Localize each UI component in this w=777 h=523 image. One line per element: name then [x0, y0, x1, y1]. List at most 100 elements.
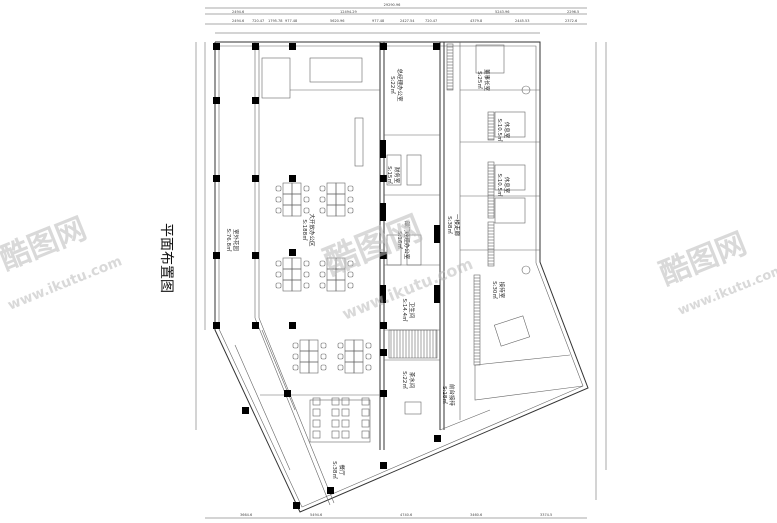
dim-label: 977.48 — [372, 19, 384, 23]
column — [284, 390, 291, 397]
desk — [291, 257, 302, 270]
dim-label: 2296.5 — [567, 10, 579, 14]
room-name: 一楼走廊 — [453, 214, 461, 237]
desk — [291, 279, 302, 292]
desk — [353, 350, 364, 363]
column — [380, 252, 387, 259]
chair — [361, 408, 370, 417]
chair — [347, 207, 354, 214]
column — [213, 43, 220, 50]
column — [213, 175, 220, 182]
room-name: 接待室 — [498, 282, 506, 299]
dim-label: 5620.96 — [330, 19, 344, 23]
office-desk — [386, 234, 402, 266]
room-area: S:76.8㎡ — [225, 228, 233, 252]
bottom-dimensions: 3664.6 5494.6 4740.6 3460.6 3374.5 — [205, 513, 587, 519]
room-name: 餐厅 — [338, 464, 346, 476]
desk — [299, 350, 310, 363]
desk — [308, 350, 319, 363]
chair — [337, 353, 344, 360]
dim-label: 2494.6 — [232, 19, 244, 23]
chair — [319, 207, 326, 214]
chair — [331, 430, 340, 439]
desk — [353, 361, 364, 374]
desk — [353, 339, 364, 352]
chair — [292, 342, 299, 349]
chair — [320, 364, 327, 371]
desk — [282, 204, 293, 217]
dim-label: 2445.53 — [515, 19, 529, 23]
outer-walls — [214, 41, 589, 513]
chair — [292, 353, 299, 360]
room-area: S:30㎡ — [491, 281, 499, 299]
column — [434, 435, 441, 442]
column — [380, 175, 387, 182]
desk — [282, 193, 293, 206]
dim-label: 2372.6 — [565, 19, 577, 23]
desk — [291, 268, 302, 281]
chair — [303, 185, 310, 192]
room-name: 卫生间 — [408, 302, 416, 319]
dim-label: 3460.6 — [470, 513, 482, 517]
chair — [341, 419, 350, 428]
dim-label: 5494.6 — [310, 513, 322, 517]
chair — [312, 430, 321, 439]
chair — [303, 282, 310, 289]
room-name: 茶水间 — [408, 372, 416, 389]
chair — [347, 260, 354, 267]
chair — [337, 364, 344, 371]
room-name: 大开放办公区 — [308, 213, 316, 247]
room-area: S:188㎡ — [301, 219, 309, 241]
desk — [344, 339, 355, 352]
wardrobes — [446, 43, 495, 366]
wall-block — [434, 225, 440, 243]
room-area: S:18㎡ — [441, 386, 449, 404]
wardrobe — [487, 161, 495, 219]
wardrobe — [473, 274, 481, 366]
office-desk — [406, 234, 422, 266]
chair — [319, 282, 326, 289]
wall-block — [380, 285, 386, 303]
chair — [365, 342, 372, 349]
column — [252, 252, 259, 259]
chair — [331, 397, 340, 406]
chair — [361, 419, 370, 428]
chair — [320, 353, 327, 360]
chair — [331, 408, 340, 417]
room-area: S:10.5㎡ — [496, 118, 504, 142]
chair — [319, 196, 326, 203]
room-name: 财务室 — [393, 167, 401, 184]
dim-total: 29290.96 — [384, 3, 401, 7]
chair — [319, 271, 326, 278]
room-name: 休息室 — [503, 122, 511, 139]
column — [380, 349, 387, 356]
dim-label: 4740.6 — [400, 513, 412, 517]
desk — [335, 279, 346, 292]
dim-label: 720.47 — [425, 19, 437, 23]
column — [289, 175, 296, 182]
chair — [303, 196, 310, 203]
meeting-table — [261, 57, 364, 167]
desk — [299, 339, 310, 352]
chair — [292, 364, 299, 371]
column — [433, 43, 440, 50]
room-area: S:38㎡ — [331, 461, 339, 479]
room-label: 餐厅S:38㎡ — [331, 461, 346, 479]
wall-block — [434, 285, 440, 303]
wall-block — [380, 140, 386, 158]
watermark-brand: 酷图网 — [0, 211, 91, 277]
column — [289, 322, 296, 329]
side-dimensions — [195, 42, 607, 500]
structural-columns — [213, 43, 441, 509]
column — [242, 407, 249, 414]
column — [380, 462, 387, 469]
column — [213, 322, 220, 329]
column — [380, 390, 387, 397]
